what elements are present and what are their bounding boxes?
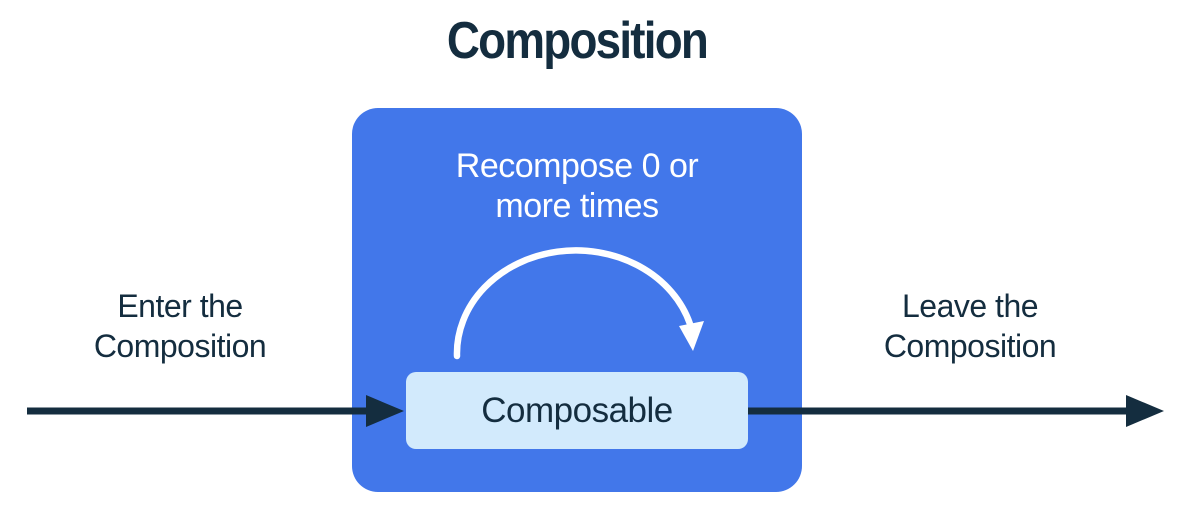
leave-composition-label: Leave the Composition	[883, 288, 1057, 364]
enter-composition-label: Enter the Composition	[93, 288, 267, 364]
composable-label: Composable	[481, 390, 673, 430]
enter-arrow-icon	[27, 395, 404, 427]
leave-arrow-icon	[748, 395, 1164, 427]
composable-box: Composable	[406, 372, 748, 449]
diagram-title: Composition	[446, 12, 709, 70]
recompose-arc-icon	[453, 247, 704, 360]
recompose-label: Recompose 0 or more times	[455, 147, 699, 225]
